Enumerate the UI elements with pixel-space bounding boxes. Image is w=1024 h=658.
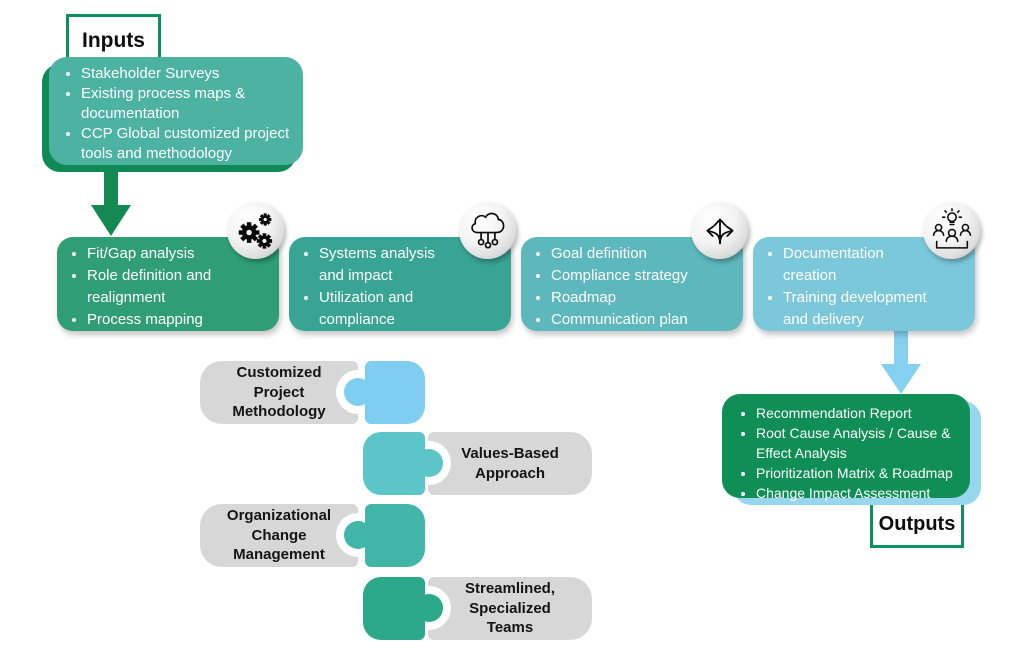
inputs-label-text: Inputs (82, 29, 145, 52)
input-item: Stakeholder Surveys (81, 64, 293, 84)
puzzle-label-plate: Customized Project Methodology (200, 361, 358, 424)
puzzle-label-plate: Values-Based Approach (428, 432, 592, 495)
gears-icon (227, 202, 284, 259)
inputs-list: Stakeholder Surveys Existing process map… (49, 57, 303, 164)
stage-item: Roadmap (551, 287, 729, 309)
input-item: CCP Global customized project tools and … (81, 124, 293, 164)
stage-item: Systems analysis and impact (319, 243, 449, 287)
outputs-label: Outputs (870, 500, 964, 548)
outputs-list: Recommendation Report Root Cause Analysi… (722, 394, 970, 503)
outputs-panel: Recommendation Report Root Cause Analysi… (722, 394, 970, 501)
puzzle-label-plate: Organizational Change Management (200, 504, 358, 567)
puzzle-label: Values-Based Approach (461, 444, 559, 482)
puzzle-label: Customized Project Methodology (232, 363, 326, 421)
output-item: Root Cause Analysis / Cause & Effect Ana… (756, 423, 964, 463)
output-item: Change Impact Assessment (756, 483, 964, 503)
puzzle-label: Organizational Change Management (226, 506, 332, 564)
stage-item: Goal definition (551, 243, 729, 265)
outputs-label-text: Outputs (878, 512, 956, 535)
stage-list: Goal definition Compliance strategy Road… (521, 237, 743, 331)
stage-item: Compliance strategy (551, 265, 729, 287)
puzzle-label-plate: Streamlined, Specialized Teams (428, 577, 592, 640)
stage-item: Process mapping (87, 309, 257, 331)
puzzle-knob (415, 449, 443, 477)
team-idea-icon-svg (932, 207, 971, 249)
gears-icon-svg (238, 212, 272, 249)
stage-item: Utilization and compliance (319, 287, 449, 331)
stage-list: Documentation creation Training developm… (753, 237, 975, 331)
puzzle-piece-square (363, 577, 425, 640)
stage-item: Role definition and realignment (87, 265, 257, 309)
stage-list: Systems analysis and impact Utilization … (289, 237, 511, 331)
branching-arrows-icon (691, 202, 748, 259)
puzzle-label: Streamlined, Specialized Teams (464, 579, 556, 637)
stage-item: Training development and delivery (783, 287, 933, 331)
down-arrow-green-stem (104, 166, 118, 207)
puzzle-piece-square (365, 504, 425, 567)
input-item: Existing process maps & documentation (81, 84, 293, 124)
down-arrow-blue-head (881, 364, 921, 394)
branching-arrows-icon-svg (705, 218, 734, 244)
puzzle-piece-square (365, 361, 425, 424)
down-arrow-blue-stem (894, 330, 908, 366)
stage-item: Communication plan (551, 309, 729, 331)
puzzle-knob (344, 378, 372, 406)
cloud-network-icon (459, 202, 516, 259)
stage-list: Fit/Gap analysis Role definition and rea… (57, 237, 279, 331)
output-item: Prioritization Matrix & Roadmap (756, 463, 964, 483)
stage-panel-fit-gap: Fit/Gap analysis Role definition and rea… (57, 237, 279, 331)
puzzle-piece-square (363, 432, 425, 495)
down-arrow-green-head (91, 205, 131, 236)
puzzle-knob (344, 521, 372, 549)
cloud-network-icon-svg (470, 212, 504, 249)
stage-item: Fit/Gap analysis (87, 243, 257, 265)
team-idea-icon (923, 202, 980, 259)
puzzle-knob (415, 594, 443, 622)
stage-item: Documentation creation (783, 243, 933, 287)
inputs-panel: Stakeholder Surveys Existing process map… (49, 57, 303, 165)
output-item: Recommendation Report (756, 403, 964, 423)
